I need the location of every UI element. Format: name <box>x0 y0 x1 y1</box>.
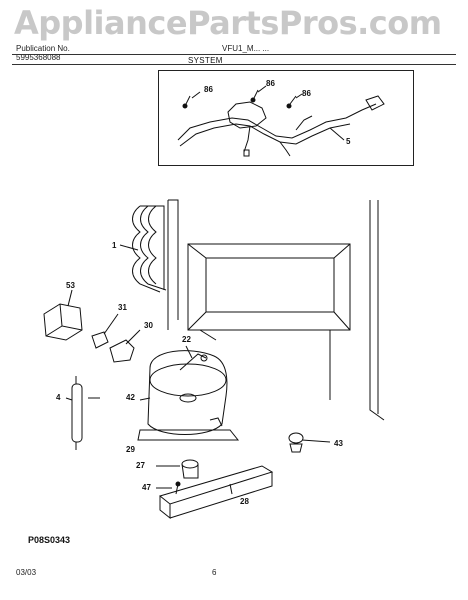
callout-43: 43 <box>334 439 343 448</box>
wiring-harness-illustration <box>177 95 385 157</box>
callout-4: 4 <box>56 393 61 402</box>
callout-47: 47 <box>142 483 151 492</box>
model-text: VFU1_M... ... <box>222 44 270 53</box>
mounting-rail-28 <box>158 465 274 520</box>
callout-86-b: 86 <box>266 79 275 88</box>
callout-28: 28 <box>240 497 249 506</box>
watermark-text: AppliancePartsPros.com <box>14 4 442 42</box>
figure-code: P08S0343 <box>28 535 71 545</box>
callout-27: 27 <box>136 461 145 470</box>
condenser-coil <box>119 205 167 293</box>
callout-53: 53 <box>66 281 75 290</box>
footer-date: 03/03 <box>16 568 37 577</box>
screw-47 <box>156 481 181 495</box>
publication-label: Publication No. <box>16 44 70 53</box>
header-rule-bottom <box>12 64 456 65</box>
callout-1: 1 <box>112 241 117 250</box>
callout-22: 22 <box>182 335 191 344</box>
grommet-27 <box>156 459 199 479</box>
header-rule-top <box>12 54 456 55</box>
callout-86-a: 86 <box>204 85 213 94</box>
publication-number: 5995368088 <box>16 53 61 62</box>
footer-page-number: 6 <box>212 568 217 577</box>
connector-31 <box>91 313 119 349</box>
compressor-42 <box>137 345 240 441</box>
drier-4 <box>65 376 100 450</box>
screw-86-c <box>286 93 303 109</box>
callout-31: 31 <box>118 303 127 312</box>
grommet-43 <box>288 432 331 453</box>
wiring-inset-frame <box>158 70 414 166</box>
freezer-cabinet-illustration <box>167 199 385 421</box>
callout-30: 30 <box>144 321 153 330</box>
callout-5: 5 <box>346 137 351 146</box>
callout-86-c: 86 <box>302 89 311 98</box>
overload-relay-53 <box>43 289 83 341</box>
section-title: SYSTEM <box>188 56 223 65</box>
callout-42: 42 <box>126 393 135 402</box>
cover-30 <box>109 329 141 363</box>
screw-86-a <box>182 91 201 109</box>
leader-5 <box>329 127 345 141</box>
callout-29: 29 <box>126 445 135 454</box>
screw-86-b <box>250 85 267 103</box>
